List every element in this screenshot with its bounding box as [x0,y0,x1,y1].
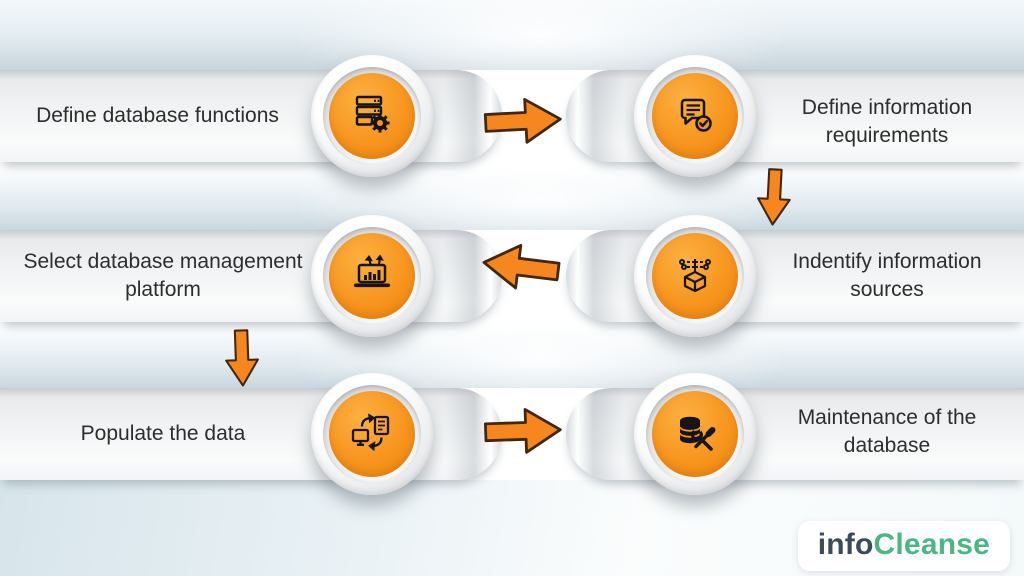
document-check-icon [680,98,712,132]
flow-arrow-down-step4-to-step5 [215,326,269,390]
badge-face [329,391,415,477]
background-strip [0,326,1024,388]
step-badge-2 [634,55,756,177]
laptop-chart-icon [354,254,390,288]
badge-ring [646,385,744,483]
logo-text-cleanse: Cleanse [873,528,990,561]
flow-arrow-down-step2-to-step3 [746,165,801,230]
badge-face [652,233,738,319]
badge-ring [323,67,421,165]
infocleanse-logo: infoCleanse [797,521,1010,571]
badge-face [329,233,415,319]
flow-arrow-left-step3-to-step4 [473,234,569,301]
step-label-select-database-management-platform: Select database management platform [23,250,303,301]
step-badge-3 [634,215,756,337]
step-label-define-information-requirements: Define information requirements [801,96,973,147]
badge-ring [646,227,744,325]
background-strip [0,168,1024,230]
database-repair-icon [679,416,716,451]
step-badge-4 [311,215,433,337]
logo-text-info: info [817,528,874,561]
step-label-maintenance-of-the-database: Maintenance of the database [797,406,977,457]
step-badge-6 [634,373,756,495]
flow-arrow-right-step1-to-step2 [477,91,570,152]
badge-face [329,73,415,159]
badge-face [652,73,738,159]
step-badge-5 [311,373,433,495]
box-network-icon [679,259,711,293]
step-label-define-database-functions: Define database functions [36,104,279,128]
badge-ring [646,67,744,165]
step-label-populate-the-data: Populate the data [80,422,246,446]
device-sync-icon [351,413,390,452]
flow-arrow-right-step5-to-step6 [477,401,569,460]
step-badge-1 [311,55,433,177]
step-label-indentify-information-sources: Indentify information sources [792,250,982,301]
background-strip [0,0,1024,70]
badge-ring [323,227,421,325]
database-gear-icon [355,95,390,133]
badge-face [652,391,738,477]
badge-ring [323,385,421,483]
